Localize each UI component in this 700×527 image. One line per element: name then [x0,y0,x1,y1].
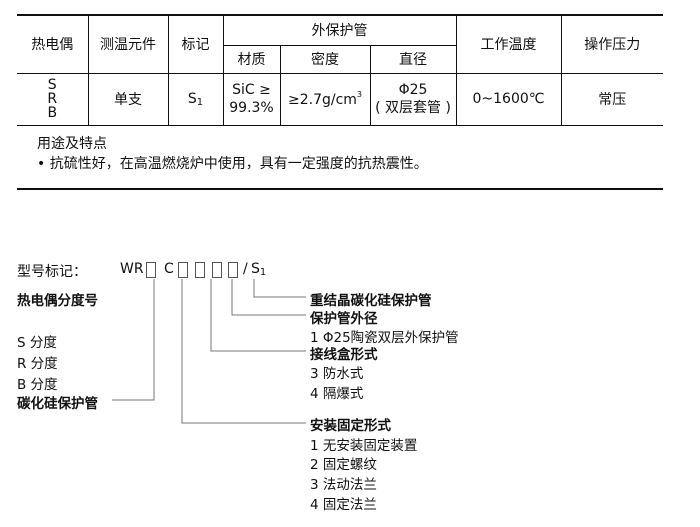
model-suffix: S1 [251,261,266,278]
model-prefix: WR [120,261,144,277]
right-mount-item-3: 3 法动法兰 [310,477,377,493]
right-mount-item-1: 1 无安装固定装置 [310,438,418,454]
material-line1: SiC ≥ [232,82,271,98]
usage-cell: 用途及特点 • 抗硫性好，在高温燃烧炉中使用，具有一定强度的抗热震性。 [17,124,663,190]
header-outer-tube: 外保护管 [222,14,457,46]
leader-diameter [231,279,306,316]
left-item-r: R 分度 [17,356,58,372]
model-box-3 [195,262,205,278]
header-pressure: 操作压力 [560,14,663,74]
right-dia-title: 保护管外径 [310,311,378,327]
model-slash: / [243,261,248,277]
right-mount-item-2: 2 固定螺纹 [310,457,377,473]
diameter-line1: Φ25 [398,82,428,98]
left-item-b: B 分度 [17,377,58,393]
model-box-1 [146,262,156,278]
type-r: R [47,91,58,107]
mark-sub: 1 [196,96,204,108]
usage-text: • 抗硫性好，在高温燃烧炉中使用，具有一定强度的抗热震性。 [37,155,428,172]
leader-mount [181,279,306,424]
model-box-4 [212,262,222,278]
model-label: 型号标记： [17,264,87,280]
header-work-temp: 工作温度 [455,14,562,74]
leader-thermocouple-tube [112,279,155,401]
right-box-item-4: 4 隔爆式 [310,386,364,402]
suffix-main: S [251,261,260,277]
density-sup: 3 [356,90,363,99]
mark-main: S [187,90,197,107]
density-main: ≥2.7g/cm [287,92,357,108]
left-title: 热电偶分度号 [17,293,98,309]
header-thermocouple: 热电偶 [17,14,89,74]
cell-density: ≥2.7g/cm3 [279,72,371,126]
model-box-2 [178,262,188,278]
type-b: B [47,105,58,121]
suffix-sub: 1 [259,267,267,278]
right-dia-item: 1 Φ25陶瓷双层外保护管 [310,330,459,346]
leader-recrystal [253,279,306,298]
left-tube: 碳化硅保护管 [17,396,98,412]
header-material: 材质 [223,44,281,74]
usage-title: 用途及特点 [37,135,107,152]
type-s: S [47,77,57,93]
leader-box [210,279,306,352]
header-mark: 标记 [167,14,224,74]
right-recrystal: 重结晶碳化硅保护管 [310,293,432,309]
right-mount-title: 安装固定形式 [310,418,391,434]
right-box-item-3: 3 防水式 [310,366,364,382]
material-line2: 99.3% [229,100,274,116]
right-mount-item-4: 4 固定法兰 [310,497,377,513]
spec-table: 热电偶 测温元件 标记 外保护管 工作温度 操作压力 材质 密度 直径 S R … [17,14,663,190]
header-element: 测温元件 [87,14,169,74]
cell-element: 单支 [87,72,169,126]
model-box-5 [228,262,238,278]
diameter-line2: ( 双层套管 ) [375,100,451,116]
header-density: 密度 [279,44,371,74]
left-item-s: S 分度 [17,335,57,351]
model-c: C [164,261,174,277]
right-box-title: 接线盒形式 [310,347,378,363]
cell-types: S R B [17,72,89,126]
